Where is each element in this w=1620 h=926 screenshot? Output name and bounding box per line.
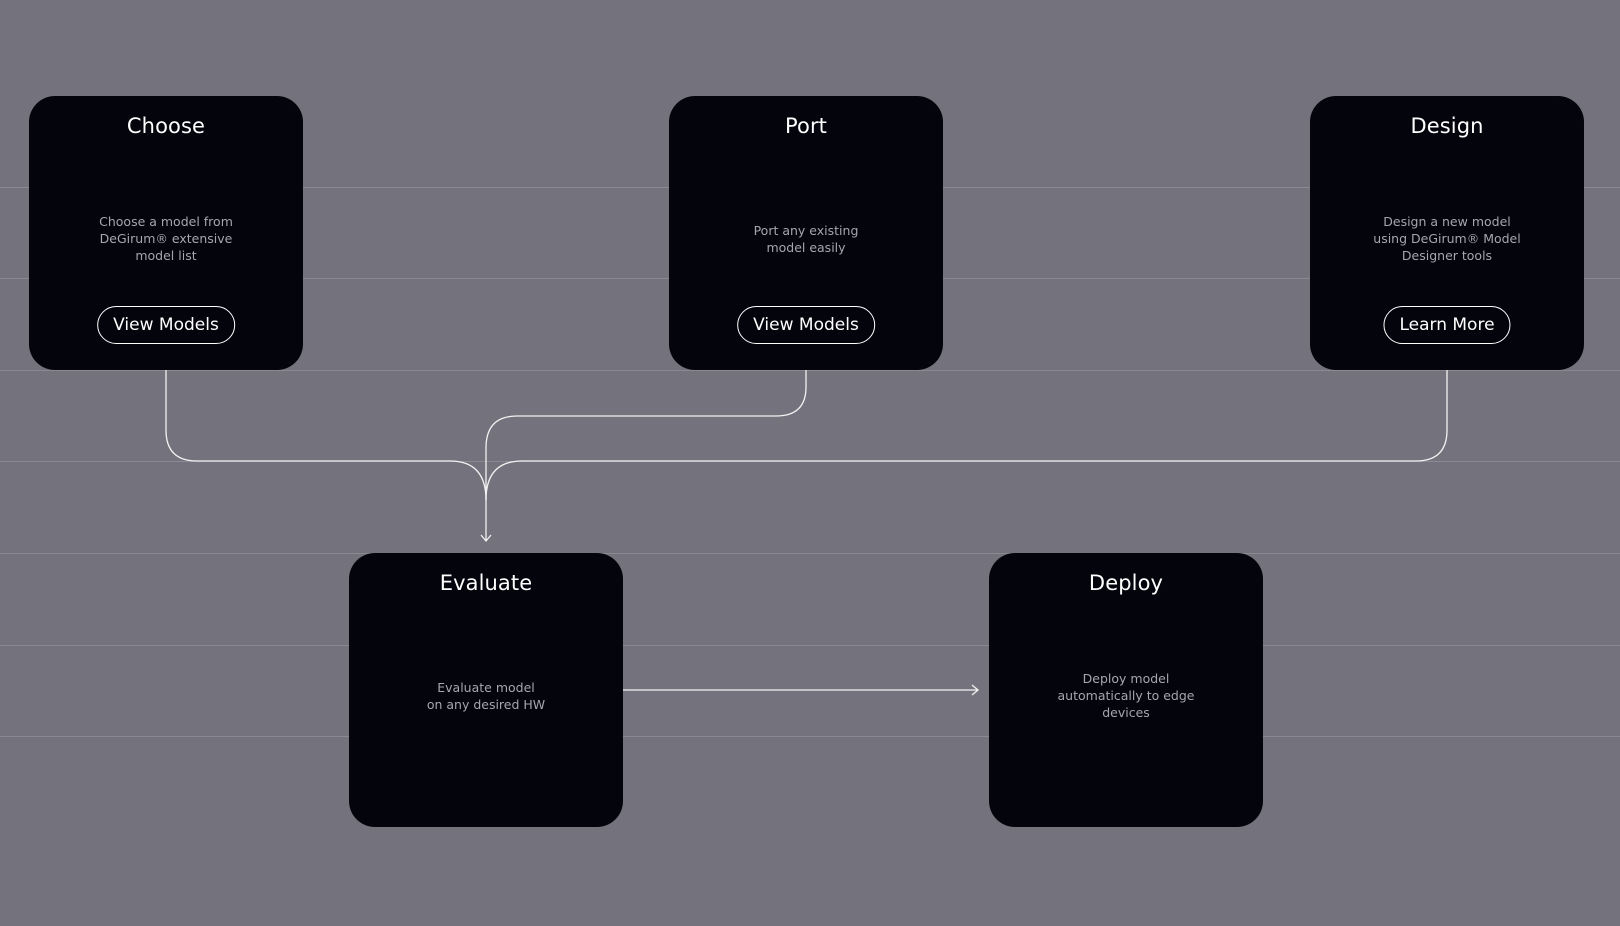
card-design: Design Design a new model using DeGirum®… — [1310, 96, 1584, 370]
view-models-button[interactable]: View Models — [97, 306, 235, 344]
card-description: Deploy model automatically to edge devic… — [1057, 671, 1195, 720]
card-title: Evaluate — [439, 571, 533, 595]
card-description: Design a new model using DeGirum® Model … — [1373, 214, 1521, 263]
gridline — [0, 370, 1620, 371]
gridline — [0, 645, 1620, 646]
arrowhead-down-icon — [480, 534, 492, 543]
card-title: Deploy — [1088, 571, 1164, 595]
card-title: Choose — [126, 114, 206, 138]
card-evaluate: Evaluate Evaluate model on any desired H… — [349, 553, 623, 827]
card-description: Evaluate model on any desired HW — [426, 680, 546, 712]
card-deploy: Deploy Deploy model automatically to edg… — [989, 553, 1263, 827]
view-models-button[interactable]: View Models — [737, 306, 875, 344]
connector-port-to-evaluate — [485, 370, 807, 540]
arrowhead-right-icon — [971, 684, 980, 696]
card-choose: Choose Choose a model from DeGirum® exte… — [29, 96, 303, 370]
connector-design-to-evaluate — [485, 370, 1448, 501]
gridline — [0, 553, 1620, 554]
card-description: Port any existing model easily — [753, 223, 859, 255]
card-description: Choose a model from DeGirum® extensive m… — [99, 214, 233, 263]
card-title: Design — [1410, 114, 1484, 138]
card-title: Port — [784, 114, 828, 138]
card-port: Port Port any existing model easily View… — [669, 96, 943, 370]
gridline — [0, 736, 1620, 737]
connector-choose-to-evaluate — [165, 370, 487, 501]
learn-more-button[interactable]: Learn More — [1383, 306, 1511, 344]
